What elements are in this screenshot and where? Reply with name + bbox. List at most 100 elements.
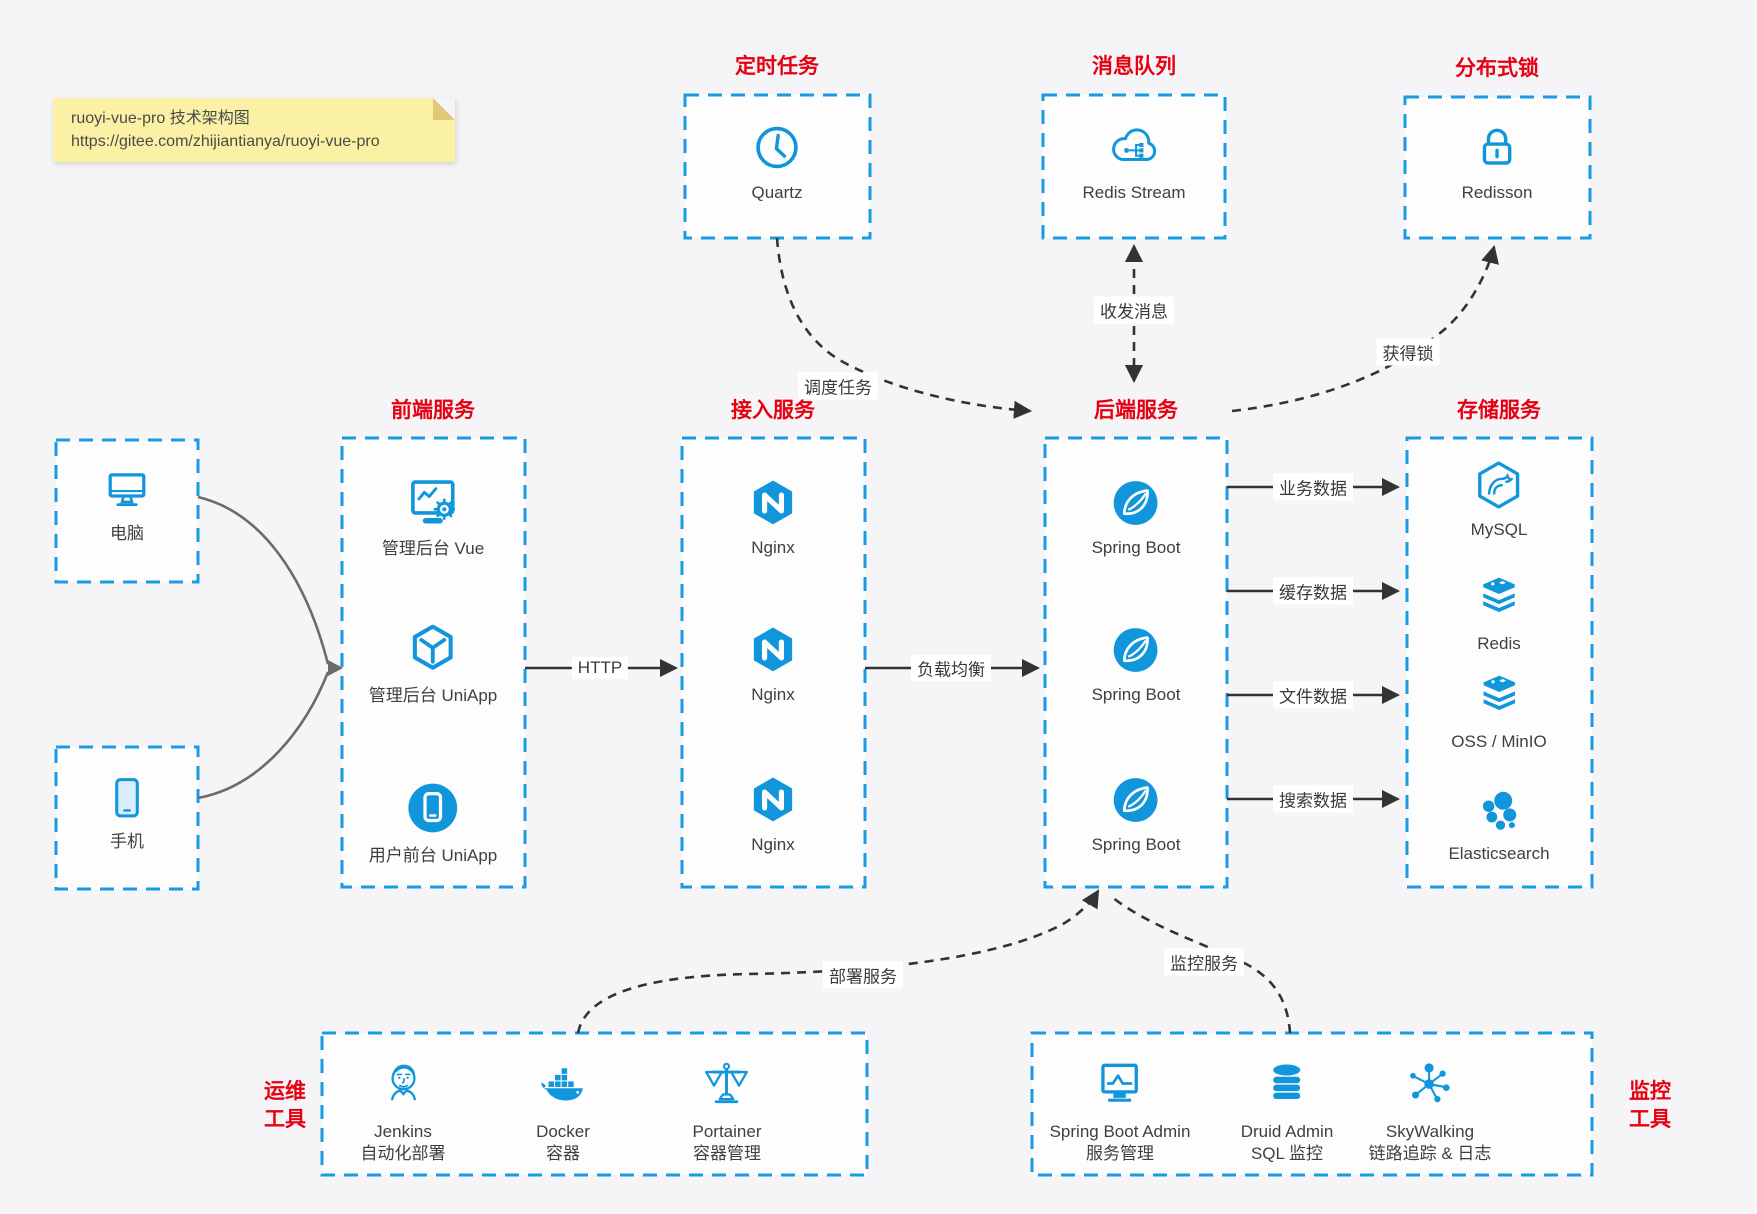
phone-box <box>54 745 200 891</box>
node-label: Quartz <box>751 183 803 202</box>
node-desc: 链路追踪 & 日志 <box>1368 1144 1492 1163</box>
node-springboot-3: Spring Boot <box>1091 773 1181 855</box>
desktop-icon <box>101 464 153 516</box>
springboot-icon <box>1109 773 1163 827</box>
group-title-scheduled-task: 定时任务 <box>735 55 819 78</box>
node-label: MySQL <box>1470 520 1528 539</box>
ops-tools-box <box>320 1031 869 1177</box>
node-nginx-3: Nginx <box>746 773 800 855</box>
node-name: Spring Boot Admin <box>1049 1122 1191 1141</box>
group-title-message-queue: 消息队列 <box>1092 55 1176 78</box>
node-elasticsearch: Elasticsearch <box>1448 784 1550 864</box>
user-uniapp-icon <box>403 778 463 838</box>
edge-label-cache-data: 缓存数据 <box>1273 577 1353 605</box>
sticky-note: ruoyi-vue-pro 技术架构图 https://gitee.com/zh… <box>53 98 455 162</box>
node-nginx-2: Nginx <box>746 623 800 705</box>
node-redis: Redis <box>1472 572 1526 654</box>
edge-label-http: HTTP <box>571 657 629 679</box>
stack-icon <box>1472 572 1526 626</box>
clock-icon <box>750 120 805 175</box>
note-url: https://gitee.com/zhijiantianya/ruoyi-vu… <box>71 133 380 150</box>
node-label: 手机 <box>110 832 144 851</box>
edge-pc-frontend <box>197 495 330 665</box>
monitor-tools-box <box>1030 1031 1594 1177</box>
node-mysql: MySQL <box>1470 458 1528 540</box>
edge-label-search-data: 搜索数据 <box>1273 785 1353 813</box>
node-label: Redis <box>1477 634 1521 653</box>
edge-label-monitor: 监控服务 <box>1164 948 1244 976</box>
node-label: Redisson <box>1461 183 1533 202</box>
node-label: 用户前台 UniApp <box>368 846 498 865</box>
springboot-icon <box>1109 623 1163 677</box>
nginx-icon <box>746 623 800 677</box>
node-label: Nginx <box>751 685 795 704</box>
node-portainer: Portainer 容器管理 <box>692 1058 761 1165</box>
admin-vue-icon <box>404 473 462 531</box>
node-quartz: Quartz <box>750 120 805 203</box>
node-springboot-1: Spring Boot <box>1091 476 1181 558</box>
node-springboot-2: Spring Boot <box>1091 623 1181 705</box>
springboot-icon <box>1109 476 1163 530</box>
node-admin-vue: 管理后台 Vue <box>382 473 484 559</box>
stack-icon <box>1472 670 1526 724</box>
title-line: 工具 <box>1629 1108 1671 1131</box>
edge-label-load-balance: 负载均衡 <box>911 654 991 682</box>
node-label: 电脑 <box>110 524 144 543</box>
node-desc: 容器管理 <box>692 1144 761 1163</box>
edge-label-message: 收发消息 <box>1094 296 1174 324</box>
title-line: 监控 <box>1629 1080 1671 1103</box>
cloud-mq-icon <box>1106 120 1161 175</box>
node-name: Jenkins <box>374 1122 432 1141</box>
node-spring-boot-admin: Spring Boot Admin 服务管理 <box>1049 1058 1191 1165</box>
edge-acquire-lock <box>1231 244 1499 413</box>
node-desc: SQL 监控 <box>1250 1144 1324 1163</box>
node-skywalking: SkyWalking 链路追踪 & 日志 <box>1368 1058 1492 1165</box>
node-jenkins: Jenkins 自动化部署 <box>361 1058 446 1165</box>
lock-icon <box>1470 120 1525 175</box>
node-desc: 自动化部署 <box>360 1144 446 1163</box>
node-name: Druid Admin <box>1240 1122 1334 1141</box>
mobile-icon <box>101 772 153 824</box>
edge-label-lock: 获得锁 <box>1376 338 1440 366</box>
node-label: 管理后台 UniApp <box>368 686 498 705</box>
redis-stream-box <box>1041 93 1227 240</box>
node-label: Nginx <box>751 835 795 854</box>
node-oss-minio: OSS / MinIO <box>1451 670 1547 752</box>
node-name: SkyWalking <box>1385 1122 1475 1141</box>
skywalking-icon <box>1405 1058 1455 1108</box>
nginx-icon <box>746 773 800 827</box>
title-line: 运维 <box>264 1080 306 1103</box>
nginx-icon <box>746 476 800 530</box>
group-title-monitor-tools: 监控 工具 <box>1629 1078 1671 1134</box>
docker-icon <box>538 1058 588 1108</box>
node-label: Nginx <box>751 538 795 557</box>
node-desc: 服务管理 <box>1086 1144 1154 1163</box>
redisson-box <box>1403 95 1592 240</box>
node-label: Spring Boot <box>1091 685 1181 704</box>
node-label: Spring Boot <box>1091 835 1181 854</box>
group-title-distributed-lock: 分布式锁 <box>1455 57 1539 80</box>
node-redisson: Redisson <box>1461 120 1533 203</box>
storage-box <box>1405 436 1594 889</box>
node-docker: Docker 容器 <box>536 1058 590 1165</box>
druid-icon <box>1262 1058 1312 1108</box>
node-label: OSS / MinIO <box>1451 732 1547 751</box>
edge-label-deploy: 部署服务 <box>823 961 903 989</box>
edge-label-business-data: 业务数据 <box>1273 473 1353 501</box>
node-redis-stream: Redis Stream <box>1083 120 1185 203</box>
portainer-icon <box>702 1058 752 1108</box>
node-label: Spring Boot <box>1091 538 1181 557</box>
uniapp-cube-icon <box>404 620 462 678</box>
node-name: Docker <box>536 1122 590 1141</box>
node-phone: 手机 <box>101 772 153 852</box>
jenkins-icon <box>378 1058 428 1108</box>
edge-label-file-data: 文件数据 <box>1273 681 1353 709</box>
edge-schedule-task <box>775 237 1033 419</box>
group-title-storage: 存储服务 <box>1457 399 1541 422</box>
pc-box <box>54 438 200 584</box>
group-title-frontend: 前端服务 <box>391 399 475 422</box>
node-nginx-1: Nginx <box>746 476 800 558</box>
title-line: 工具 <box>264 1108 306 1131</box>
group-title-backend: 后端服务 <box>1094 399 1178 422</box>
